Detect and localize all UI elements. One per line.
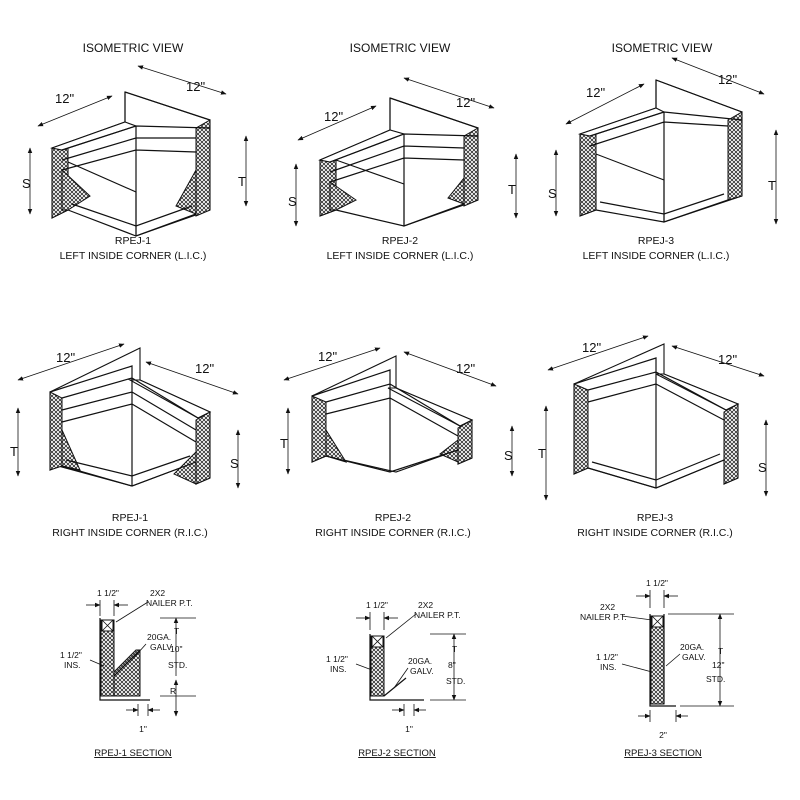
svg-text:RIGHT INSIDE CORNER (R.I.C.): RIGHT INSIDE CORNER (R.I.C.) xyxy=(577,527,733,539)
dim-12-b: 12" xyxy=(186,79,205,94)
svg-text:LEFT INSIDE CORNER (L.I.C.): LEFT INSIDE CORNER (L.I.C.) xyxy=(327,250,474,262)
svg-text:12": 12" xyxy=(195,361,214,376)
svg-text:RPEJ-3: RPEJ-3 xyxy=(637,512,673,524)
svg-text:RPEJ-2: RPEJ-2 xyxy=(382,235,418,247)
svg-text:12": 12" xyxy=(586,85,605,100)
svg-text:12": 12" xyxy=(718,72,737,87)
svg-text:1 1/2": 1 1/2" xyxy=(326,654,348,664)
svg-text:S: S xyxy=(548,186,557,201)
svg-text:T: T xyxy=(718,646,723,656)
dim-s: S xyxy=(22,176,31,191)
svg-text:NAILER P.T.: NAILER P.T. xyxy=(580,612,627,622)
svg-text:12": 12" xyxy=(718,352,737,367)
dim-t: T xyxy=(238,174,246,189)
svg-text:12": 12" xyxy=(318,349,337,364)
rpej-3-ric-iso xyxy=(573,343,740,489)
svg-text:2": 2" xyxy=(659,730,667,740)
rpej-3-lic-dims: 12" 12" S T xyxy=(548,57,779,225)
svg-text:RIGHT INSIDE CORNER (R.I.C.): RIGHT INSIDE CORNER (R.I.C.) xyxy=(315,527,471,539)
svg-text:20GA.: 20GA. xyxy=(680,642,704,652)
rpej-3-section-title: RPEJ-3 SECTION xyxy=(624,748,702,759)
svg-text:GALV.: GALV. xyxy=(682,652,706,662)
svg-text:T: T xyxy=(452,644,457,654)
svg-text:1": 1" xyxy=(405,724,413,734)
svg-text:STD.: STD. xyxy=(706,674,725,684)
svg-text:S: S xyxy=(504,448,513,463)
rpej-2-lic-iso xyxy=(318,97,479,227)
rpej-1-section: 1 1/2" 2X2 NAILER P.T. 1 1/2" INS. 20GA.… xyxy=(60,588,196,734)
rpej-1-lic-dims: 12" 12" S T xyxy=(22,65,249,215)
rpej-1-lic-iso xyxy=(49,91,211,237)
svg-text:STD.: STD. xyxy=(446,676,465,686)
svg-text:2X2: 2X2 xyxy=(150,588,165,598)
svg-text:NAILER P.T.: NAILER P.T. xyxy=(146,598,193,608)
rpej-2-lic-dims: 12" 12" S T xyxy=(288,77,519,227)
svg-text:S: S xyxy=(758,460,767,475)
svg-text:T: T xyxy=(10,444,18,459)
svg-text:12": 12" xyxy=(456,361,475,376)
svg-text:R: R xyxy=(170,686,176,696)
svg-text:12": 12" xyxy=(56,350,75,365)
svg-text:2X2: 2X2 xyxy=(418,600,433,610)
svg-text:1 1/2": 1 1/2" xyxy=(596,652,618,662)
svg-text:RPEJ-2: RPEJ-2 xyxy=(375,512,411,524)
svg-text:S: S xyxy=(230,456,239,471)
rpej-2-section: 1 1/2" 2X2 NAILER P.T. 1 1/2" INS. 20GA.… xyxy=(326,600,466,734)
svg-text:20GA.: 20GA. xyxy=(408,656,432,666)
svg-text:20GA.: 20GA. xyxy=(147,632,171,642)
svg-text:T: T xyxy=(768,178,776,193)
svg-text:12": 12" xyxy=(324,109,343,124)
svg-text:12": 12" xyxy=(582,340,601,355)
svg-text:RIGHT INSIDE CORNER (R.I.C.): RIGHT INSIDE CORNER (R.I.C.) xyxy=(52,527,208,539)
isometric-view-header-1: ISOMETRIC VIEW xyxy=(83,41,184,55)
rpej-1-ric-iso xyxy=(49,347,212,487)
rpej-2-ric-iso xyxy=(311,355,474,473)
svg-text:S: S xyxy=(288,194,297,209)
svg-text:12": 12" xyxy=(456,95,475,110)
rpej-2-section-title: RPEJ-2 SECTION xyxy=(358,748,436,759)
svg-text:INS.: INS. xyxy=(600,662,617,672)
isometric-view-header-3: ISOMETRIC VIEW xyxy=(612,41,713,55)
rpej-3-ric-dims: 12" 12" T S xyxy=(538,335,769,501)
rpej-3-section: 1 1/2" 2X2 NAILER P.T. 1 1/2" INS. 20GA.… xyxy=(580,578,734,740)
svg-text:2X2: 2X2 xyxy=(600,602,615,612)
svg-text:RPEJ-3: RPEJ-3 xyxy=(638,235,674,247)
svg-text:INS.: INS. xyxy=(330,664,347,674)
svg-text:T: T xyxy=(280,436,288,451)
caption-model: RPEJ-1 xyxy=(115,235,151,247)
rpej-2-ric-dims: 12" 12" T S xyxy=(280,347,515,477)
svg-text:RPEJ-1: RPEJ-1 xyxy=(112,512,148,524)
svg-text:12": 12" xyxy=(712,660,724,670)
svg-text:T: T xyxy=(174,626,179,636)
svg-text:8": 8" xyxy=(448,660,456,670)
svg-text:1": 1" xyxy=(139,724,147,734)
svg-text:1 1/2": 1 1/2" xyxy=(97,588,119,598)
svg-text:10": 10" xyxy=(170,644,182,654)
svg-text:INS.: INS. xyxy=(64,660,81,670)
svg-text:T: T xyxy=(508,182,516,197)
svg-text:T: T xyxy=(538,446,546,461)
svg-text:1 1/2": 1 1/2" xyxy=(366,600,388,610)
dim-12-a: 12" xyxy=(55,91,74,106)
svg-text:1 1/2": 1 1/2" xyxy=(646,578,668,588)
svg-text:LEFT INSIDE CORNER (L.I.C.): LEFT INSIDE CORNER (L.I.C.) xyxy=(583,250,730,262)
svg-text:STD.: STD. xyxy=(168,660,187,670)
rpej-1-ric-dims: 12" 12" T S xyxy=(10,343,241,489)
caption-desc: LEFT INSIDE CORNER (L.I.C.) xyxy=(60,250,207,262)
isometric-view-header-2: ISOMETRIC VIEW xyxy=(350,41,451,55)
svg-text:GALV.: GALV. xyxy=(410,666,434,676)
svg-text:1 1/2": 1 1/2" xyxy=(60,650,82,660)
rpej-1-section-title: RPEJ-1 SECTION xyxy=(94,748,172,759)
svg-text:NAILER P.T.: NAILER P.T. xyxy=(414,610,461,620)
rpej-3-lic-iso xyxy=(577,79,743,223)
svg-text:GALV.: GALV. xyxy=(150,642,174,652)
